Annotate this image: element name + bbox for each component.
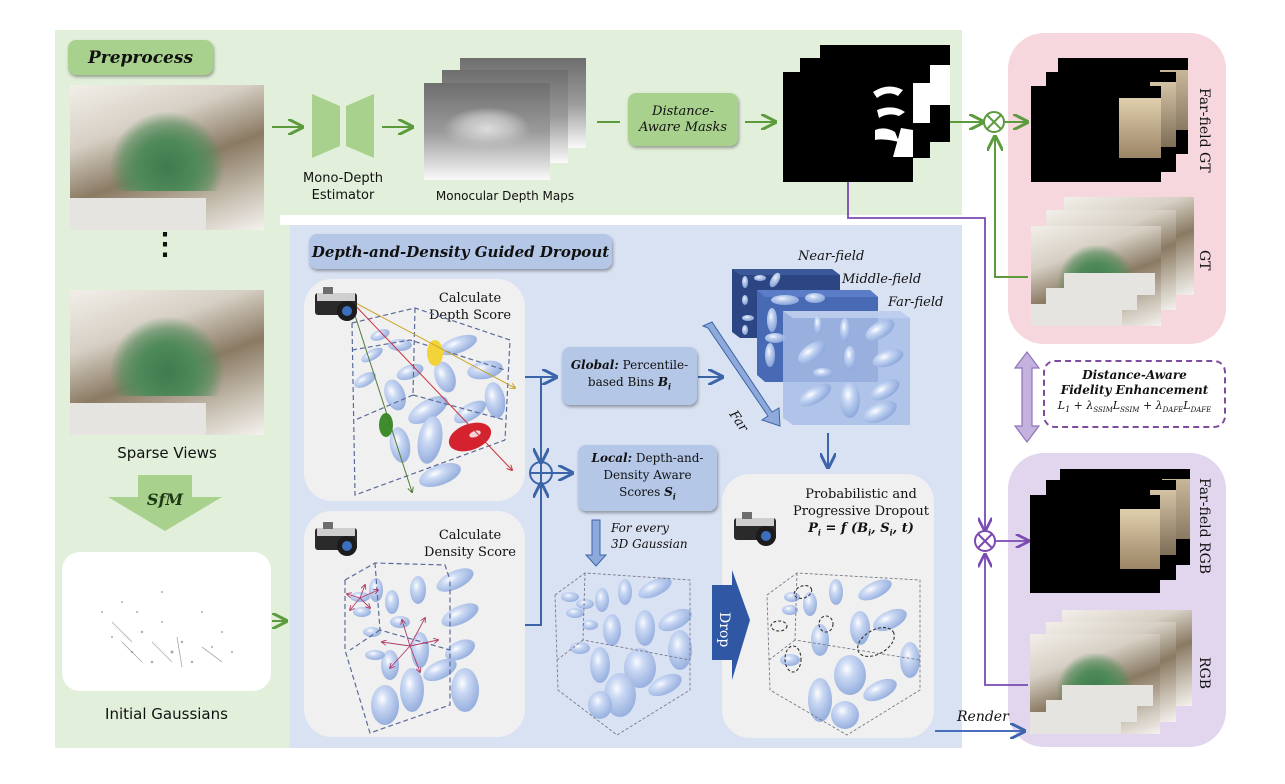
density-score-label: Calculate Density Score — [420, 527, 520, 561]
local-symbol: S — [664, 485, 673, 500]
middle-field-label: Middle-field — [842, 272, 922, 287]
dropout-title: Depth-and-Density Guided Dropout — [309, 234, 612, 269]
preprocess-arrows — [272, 122, 1028, 621]
prob-formula: Pi = f (Bi, Si, t) — [808, 521, 914, 538]
oplus-icon — [529, 461, 553, 485]
distance-masks-line1: Distance- — [652, 103, 714, 119]
depth-map-1 — [424, 83, 550, 180]
dafe-box: Distance-Aware Fidelity Enhancement L1 +… — [1043, 360, 1226, 428]
density-score-cube — [344, 562, 479, 734]
global-text: Percentile- — [618, 357, 689, 372]
distance-masks-line2: Aware Masks — [638, 119, 727, 135]
render-mask-arrows — [847, 182, 1028, 686]
depth-score-line2: Depth Score — [428, 308, 512, 323]
dafe-title-line2: Fidelity Enhancement — [1060, 383, 1209, 397]
camera-icon — [315, 287, 357, 321]
far-field-gt-label: Far-field GT — [1196, 88, 1212, 173]
dafe-title-line1: Distance-Aware — [1082, 368, 1187, 382]
gt-label: GT — [1196, 250, 1212, 271]
gaussian-cube — [554, 572, 692, 736]
local-scores-tag: Local: Depth-and- Density Aware Scores S… — [578, 445, 717, 511]
global-bold: Global: — [570, 357, 619, 372]
mono-depth-label-line2: Estimator — [311, 188, 375, 203]
sparse-view-image-1 — [70, 85, 264, 230]
far-field-gt-image-1 — [1031, 86, 1161, 182]
for-every-line1: For every — [611, 521, 669, 535]
sparse-view-image-2 — [70, 290, 264, 435]
depth-layer-cubes — [732, 269, 910, 425]
depth-score-label: Calculate Depth Score — [420, 290, 520, 324]
depth-score-line1: Calculate — [438, 291, 502, 306]
for-every-gaussian-label: For every 3D Gaussian — [611, 520, 688, 552]
for-every-line2: 3D Gaussian — [611, 537, 688, 551]
multiply-gt-icon — [983, 111, 1005, 133]
distance-aware-masks-tag: Distance- Aware Masks — [628, 93, 738, 146]
global-bins-tag: Global: Percentile- based Bins Bi — [562, 347, 697, 405]
camera-icon — [315, 522, 357, 556]
dafe-loss-formula: L1 + λSSIMLSSIM + λDAFELDAFE — [1057, 399, 1212, 415]
far-field-rgb-image-1 — [1030, 495, 1160, 593]
mono-depth-label-line1: Mono-Depth — [303, 171, 383, 186]
render-label: Render — [957, 709, 1009, 725]
local-bold: Local: — [591, 451, 633, 466]
multiply-rgb-icon — [974, 530, 996, 552]
global-line2: based Bins — [587, 374, 658, 389]
local-sub: i — [672, 491, 676, 502]
initial-gaussians-label: Initial Gaussians — [105, 705, 228, 723]
point-cloud-icon — [101, 591, 233, 668]
far-field-rgb-label: Far-field RGB — [1196, 478, 1212, 575]
local-text: Depth-and- — [632, 451, 704, 466]
camera-icon — [734, 512, 776, 546]
far-arrow-icon — [701, 321, 781, 427]
global-symbol: B — [657, 374, 669, 389]
prob-line1: Probabilistic and — [805, 487, 917, 502]
preprocess-title: Preprocess — [68, 40, 213, 75]
depth-maps-label: Monocular Depth Maps — [435, 189, 575, 203]
mono-depth-estimator-icon — [312, 94, 374, 158]
drop-arrow-icon — [712, 570, 750, 680]
mask-1 — [783, 72, 913, 182]
local-line3: Scores — [619, 485, 665, 500]
density-score-line2: Density Score — [424, 545, 516, 560]
density-score-line1: Calculate — [438, 528, 502, 543]
rgb-label: RGB — [1196, 657, 1212, 690]
local-line2: Density Aware — [603, 468, 692, 483]
prob-line2: Progressive Dropout — [793, 504, 929, 519]
initial-gaussians-image — [62, 552, 271, 691]
sparse-views-label: Sparse Views — [117, 444, 217, 462]
mono-depth-label: Mono-Depth Estimator — [290, 170, 396, 204]
dropout-result-cube — [766, 572, 921, 736]
sfm-label: SfM — [146, 490, 184, 509]
far-field-label: Far-field — [888, 295, 944, 310]
panel-gap — [280, 215, 962, 225]
double-arrow-icon — [1013, 351, 1041, 443]
near-field-label: Near-field — [798, 249, 865, 264]
dropout-flow-arrows — [525, 377, 828, 626]
for-every-arrow-icon — [584, 519, 608, 567]
probabilistic-dropout-label: Probabilistic and Progressive Dropout Pi… — [786, 486, 936, 542]
drop-label: Drop — [716, 612, 732, 648]
global-sub: i — [668, 381, 672, 392]
sfm-arrow-icon — [108, 475, 222, 531]
depth-score-cube — [349, 299, 515, 496]
